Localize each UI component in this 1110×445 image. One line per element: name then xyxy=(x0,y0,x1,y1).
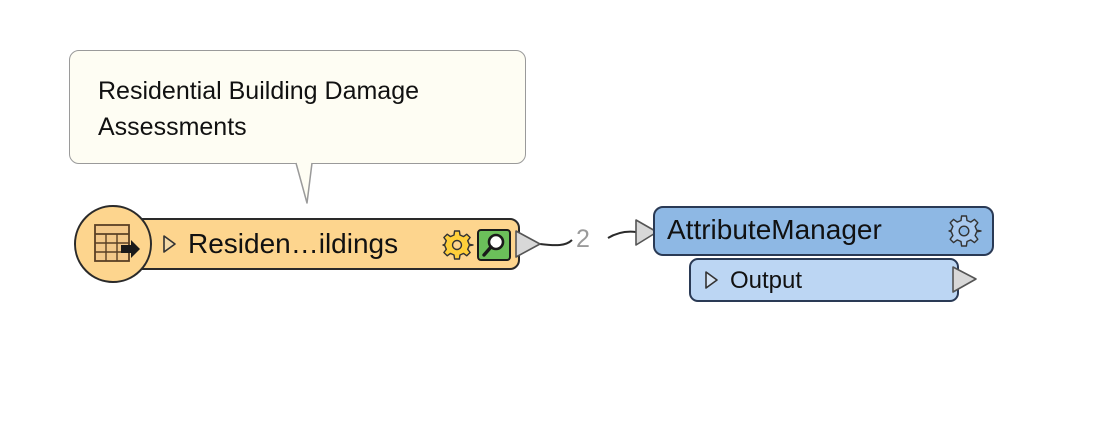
output-port-arrow-icon[interactable] xyxy=(514,229,544,259)
annotation-text: Residential Building Damage Assessments xyxy=(98,77,420,141)
connection-line[interactable] xyxy=(607,230,637,239)
output-port[interactable] xyxy=(689,258,959,302)
output-port-label: Output xyxy=(730,267,803,294)
feature-count-label: 2 xyxy=(576,225,590,253)
expand-arrow-icon[interactable] xyxy=(162,234,178,254)
connection-line[interactable] xyxy=(539,239,573,247)
inspect-magnifier-icon[interactable] xyxy=(477,229,511,261)
table-reader-icon xyxy=(94,224,140,262)
reader-icon-badge[interactable] xyxy=(74,205,152,283)
annotation-bubble[interactable]: Residential Building Damage Assessments xyxy=(69,50,526,164)
transformer-label: AttributeManager xyxy=(667,214,882,245)
gear-icon[interactable] xyxy=(440,228,474,262)
output-port-arrow-icon[interactable] xyxy=(951,265,981,295)
expand-arrow-icon[interactable] xyxy=(704,270,720,290)
attribute-manager-transformer[interactable] xyxy=(653,206,994,256)
gear-icon[interactable] xyxy=(946,213,982,249)
input-port-arrow-icon[interactable] xyxy=(634,218,660,248)
reader-label: Residen…ildings xyxy=(188,228,399,259)
